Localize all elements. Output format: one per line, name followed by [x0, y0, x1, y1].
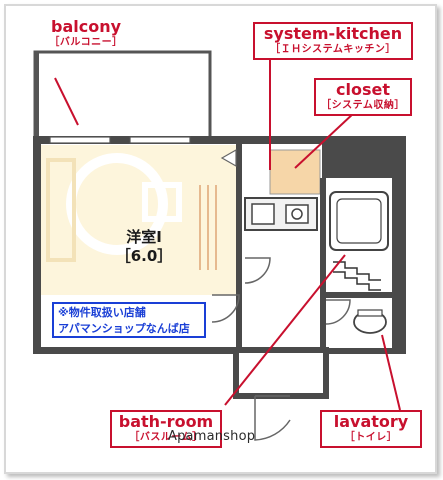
closet-area — [269, 149, 321, 195]
table-outline — [142, 182, 182, 222]
system-kitchen-label-en: system-kitchen — [263, 24, 403, 43]
kitchen-door-swing — [244, 257, 271, 284]
toilet-tank — [357, 309, 383, 317]
balcony-edge-left — [35, 52, 39, 140]
room-name: 洋室Ⅰ — [126, 228, 162, 246]
lavatory-label: lavatory ［トイレ］ — [320, 410, 422, 448]
bath-room-label-jp: ［バスルーム］ — [129, 432, 203, 443]
entrance-door-swing — [254, 396, 291, 441]
stove-burner — [291, 208, 303, 220]
ih-stove — [285, 204, 309, 224]
balcony-label-jp: ［バルコニー］ — [49, 37, 123, 48]
leader-lines — [54, 60, 401, 411]
closet-label: closet ［システム収納］ — [314, 78, 412, 116]
bath-room-label-en: bath-room — [118, 412, 214, 431]
lavatory-label-en: lavatory — [333, 412, 409, 431]
exterior-wall-right — [322, 140, 402, 178]
lavatory-door-swing — [325, 299, 351, 325]
room-door-swing — [211, 294, 240, 323]
bath-lav-divider — [326, 292, 396, 298]
exterior-wall-right-strip — [392, 140, 404, 350]
system-kitchen-label: system-kitchen ［ＩＨシステムキッチン］ — [253, 22, 413, 60]
window-left — [49, 136, 111, 144]
interior-wall-kitchen-bath — [320, 178, 326, 350]
balcony-label-en: balcony — [50, 17, 122, 36]
balcony-area — [33, 50, 212, 142]
lavatory-label-jp: ［トイレ］ — [344, 432, 398, 443]
window-right — [129, 136, 191, 144]
western-room-label: 洋室Ⅰ ［6.0］ — [104, 228, 184, 266]
bathtub-inner — [336, 198, 382, 244]
notice-line-2: アパマンショップなんば店 — [58, 322, 190, 335]
bath-room-label: bath-room ［バスルーム］ — [110, 410, 222, 448]
bed-outline — [46, 158, 76, 262]
closet-label-en: closet — [336, 80, 390, 99]
interior-wall-room-kitchen — [236, 140, 242, 350]
room-size: ［6.0］ — [115, 247, 173, 265]
shelving — [199, 185, 217, 270]
bathtub — [329, 191, 389, 251]
steps — [333, 261, 381, 291]
kitchen-sink — [251, 203, 275, 225]
watermark: Apamanshop — [168, 429, 256, 444]
rug-circle — [66, 153, 168, 255]
notice-line-1: ※物件取扱い店舗 — [58, 306, 146, 319]
closet-label-jp: ［システム収納］ — [321, 100, 405, 111]
system-kitchen-label-jp: ［ＩＨシステムキッチン］ — [270, 44, 396, 55]
agent-notice: ※物件取扱い店舗 アパマンショップなんば店 — [52, 302, 206, 338]
closet-door-triangle — [220, 148, 237, 168]
balcony-label: balcony ［バルコニー］ — [38, 18, 134, 50]
